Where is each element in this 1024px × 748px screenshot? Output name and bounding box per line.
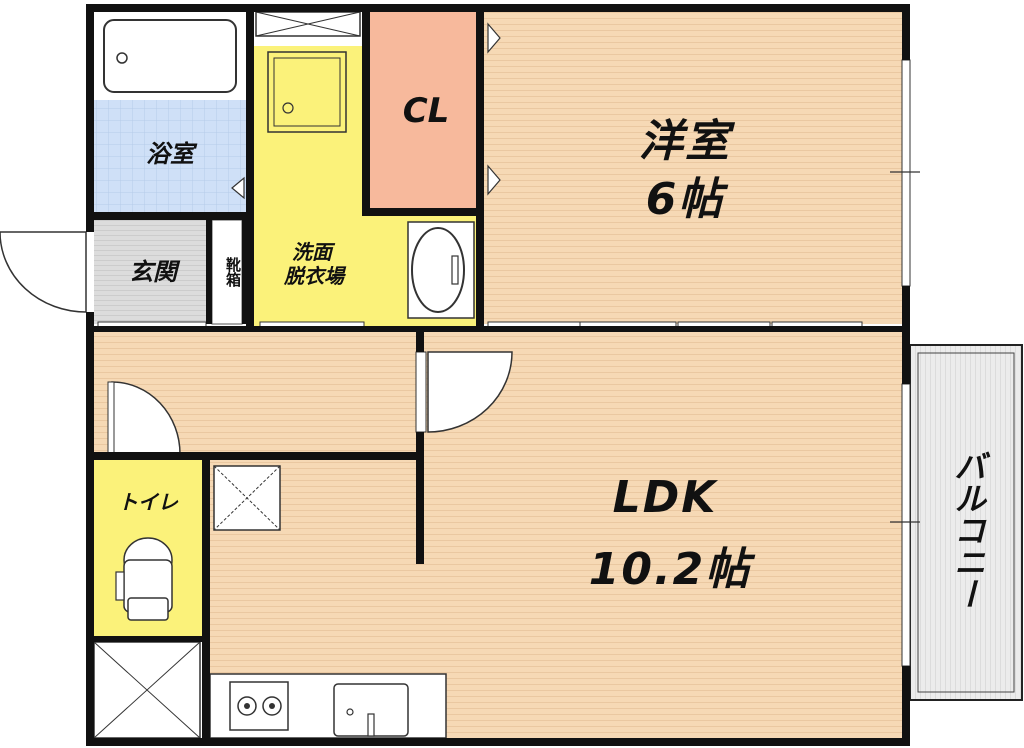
closet-name: CL <box>402 91 450 131</box>
washing-machine-space <box>267 51 347 133</box>
ldk-door <box>427 351 513 433</box>
ldk-size: 10.2帖 <box>588 544 752 595</box>
toilet-fixture <box>115 537 173 621</box>
washroom-name-line1: 洗面 <box>292 240 332 264</box>
ldk-name: LDK <box>612 472 718 523</box>
entrance-name: 玄関 <box>129 258 177 286</box>
wash-basin <box>407 221 475 319</box>
balcony-name: バルコニー <box>949 450 987 610</box>
kitchen-counter <box>209 673 447 739</box>
washroom-floor <box>254 46 362 326</box>
washroom-name-line2: 脱衣場 <box>284 264 344 288</box>
bathroom-name: 浴室 <box>146 140 194 168</box>
western-room-floor <box>484 12 902 324</box>
closet-floor <box>370 12 476 208</box>
entrance-floor <box>94 220 210 324</box>
toilet-name: トイレ <box>118 490 178 514</box>
shoe-box-name: 靴箱 <box>224 257 242 287</box>
western-room-name: 洋室 <box>639 116 731 167</box>
western-room-size: 6帖 <box>645 174 725 225</box>
balcony-area <box>909 344 1023 701</box>
toilet-door <box>111 381 181 455</box>
bathtub <box>103 19 237 93</box>
bathroom-floor <box>94 100 246 212</box>
entrance-door <box>0 231 87 313</box>
